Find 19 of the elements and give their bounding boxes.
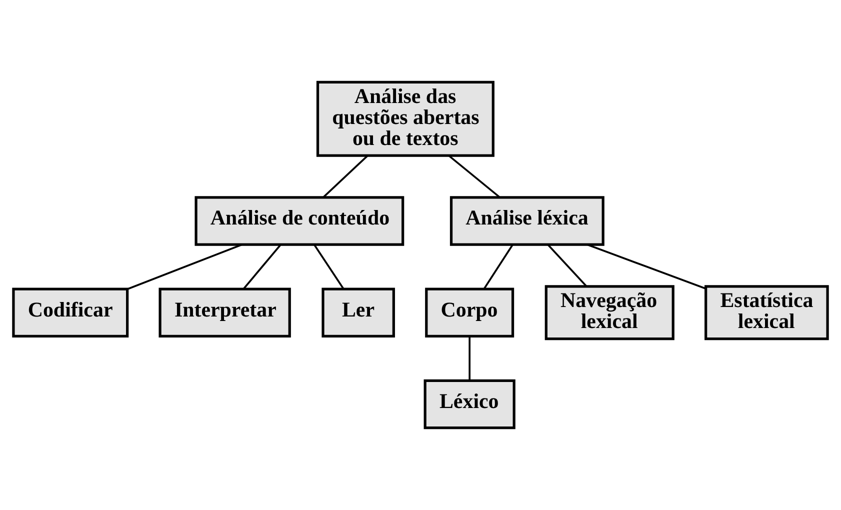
- node-box: Interpretar: [158, 288, 291, 338]
- node-box: Estatística lexical: [704, 285, 829, 340]
- connector: [587, 244, 706, 290]
- node-box: Navegação lexical: [544, 285, 674, 340]
- connector: [127, 244, 242, 290]
- connector: [322, 154, 368, 198]
- connector: [484, 244, 514, 290]
- connector: [243, 244, 282, 290]
- connector: [547, 244, 587, 287]
- node-box: Análise de conteúdo: [194, 196, 404, 246]
- node-box: Corpo: [425, 288, 514, 338]
- connector: [468, 336, 470, 380]
- connector: [448, 154, 500, 198]
- node-box: Codificar: [12, 288, 129, 338]
- node-box: Léxico: [424, 379, 516, 430]
- node-box: Análise léxica: [450, 196, 604, 246]
- connector: [314, 244, 344, 290]
- node-box: Ler: [322, 288, 395, 338]
- node-box: Análise das questões abertas ou de textos: [316, 80, 494, 157]
